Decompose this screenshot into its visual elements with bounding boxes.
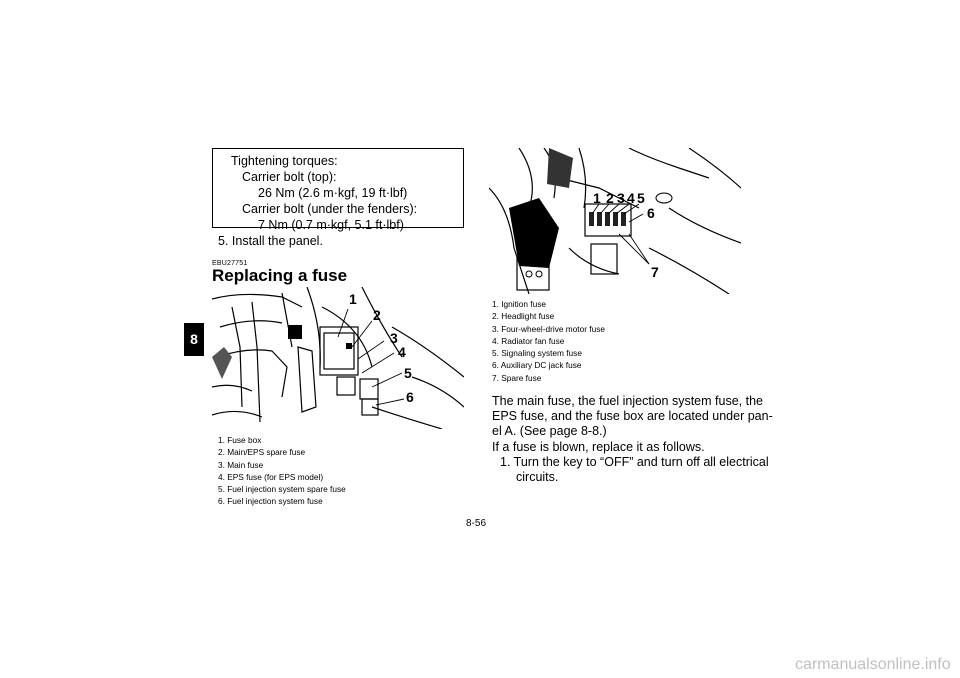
caption-item: 1. Fuse box bbox=[218, 435, 262, 445]
figure2-callout-3: 3 bbox=[617, 190, 625, 206]
torque-line: Carrier bolt (top): bbox=[242, 170, 337, 184]
step-1: 1. Turn the key to “OFF” and turn off al… bbox=[500, 454, 769, 469]
torque-line: Carrier bolt (under the fenders): bbox=[242, 202, 418, 216]
caption-item: 4. Radiator fan fuse bbox=[492, 335, 565, 346]
caption-item: 5. Fuel injection system spare fuse bbox=[218, 484, 346, 495]
caption-item: 2. Headlight fuse bbox=[492, 311, 555, 322]
body-paragraph: The main fuse, the fuel injection system… bbox=[492, 394, 773, 485]
caption-item: 3. Four-wheel-drive motor fuse bbox=[492, 323, 605, 334]
figure1-callout-4: 4 bbox=[398, 344, 406, 360]
caption-item: 6. Fuel injection system fuse bbox=[218, 496, 323, 507]
caption-item: 1. Ignition fuse bbox=[492, 299, 546, 309]
watermark: carmanualsonline.info bbox=[795, 656, 951, 673]
caption-item: 4. EPS fuse (for EPS model) bbox=[218, 471, 324, 482]
caption-item: 5. Signaling system fuse bbox=[492, 348, 582, 359]
figure2-callout-2: 2 bbox=[606, 190, 614, 206]
body-line: el A. (See page 8-8.) bbox=[492, 424, 607, 439]
figure1-callout-6: 6 bbox=[406, 389, 414, 405]
torque-value: 26 Nm (2.6 m·kgf, 19 ft·lbf) bbox=[258, 186, 408, 200]
figure2-callout-7: 7 bbox=[651, 264, 659, 280]
section-code: EBU27751 bbox=[212, 260, 248, 267]
step-install-panel: 5. Install the panel. bbox=[218, 234, 323, 248]
torque-title: Tightening torques: bbox=[231, 154, 338, 168]
page-number: 8-56 bbox=[466, 518, 487, 529]
section-heading: Replacing a fuse bbox=[212, 266, 348, 285]
fuse-block-photo bbox=[489, 148, 741, 294]
body-line: EPS fuse, and the fuse box are located u… bbox=[492, 409, 773, 424]
caption-item: 7. Spare fuse bbox=[492, 372, 542, 383]
figure2-callout-4: 4 bbox=[627, 190, 635, 206]
chapter-tab: 8 bbox=[184, 323, 204, 356]
figure1-captions: 1. Fuse box 2. Main/EPS spare fuse 3. Ma… bbox=[218, 434, 346, 508]
figure1-callout-2: 2 bbox=[373, 307, 381, 323]
body-line: If a fuse is blown, replace it as follow… bbox=[492, 439, 705, 454]
figure2-callout-5: 5 bbox=[637, 190, 645, 206]
caption-item: 6. Auxiliary DC jack fuse bbox=[492, 360, 582, 371]
figure2-callout-6: 6 bbox=[647, 205, 655, 221]
figure1-callout-3: 3 bbox=[390, 330, 398, 346]
torque-value: 7 Nm (0.7 m·kgf, 5.1 ft·lbf) bbox=[258, 218, 404, 232]
caption-item: 2. Main/EPS spare fuse bbox=[218, 447, 306, 458]
figure2-captions: 1. Ignition fuse 2. Headlight fuse 3. Fo… bbox=[492, 298, 605, 384]
figure2-callout-1: 1 bbox=[593, 190, 601, 206]
figure1-callout-1: 1 bbox=[349, 291, 357, 307]
figure1-callout-5: 5 bbox=[404, 365, 412, 381]
caption-item: 3. Main fuse bbox=[218, 459, 264, 470]
step-1-continued: circuits. bbox=[516, 470, 559, 485]
torque-spec-box: Tightening torques: Carrier bolt (top): … bbox=[212, 148, 464, 232]
fuse-box-photo bbox=[212, 287, 464, 429]
body-line: The main fuse, the fuel injection system… bbox=[492, 394, 763, 408]
